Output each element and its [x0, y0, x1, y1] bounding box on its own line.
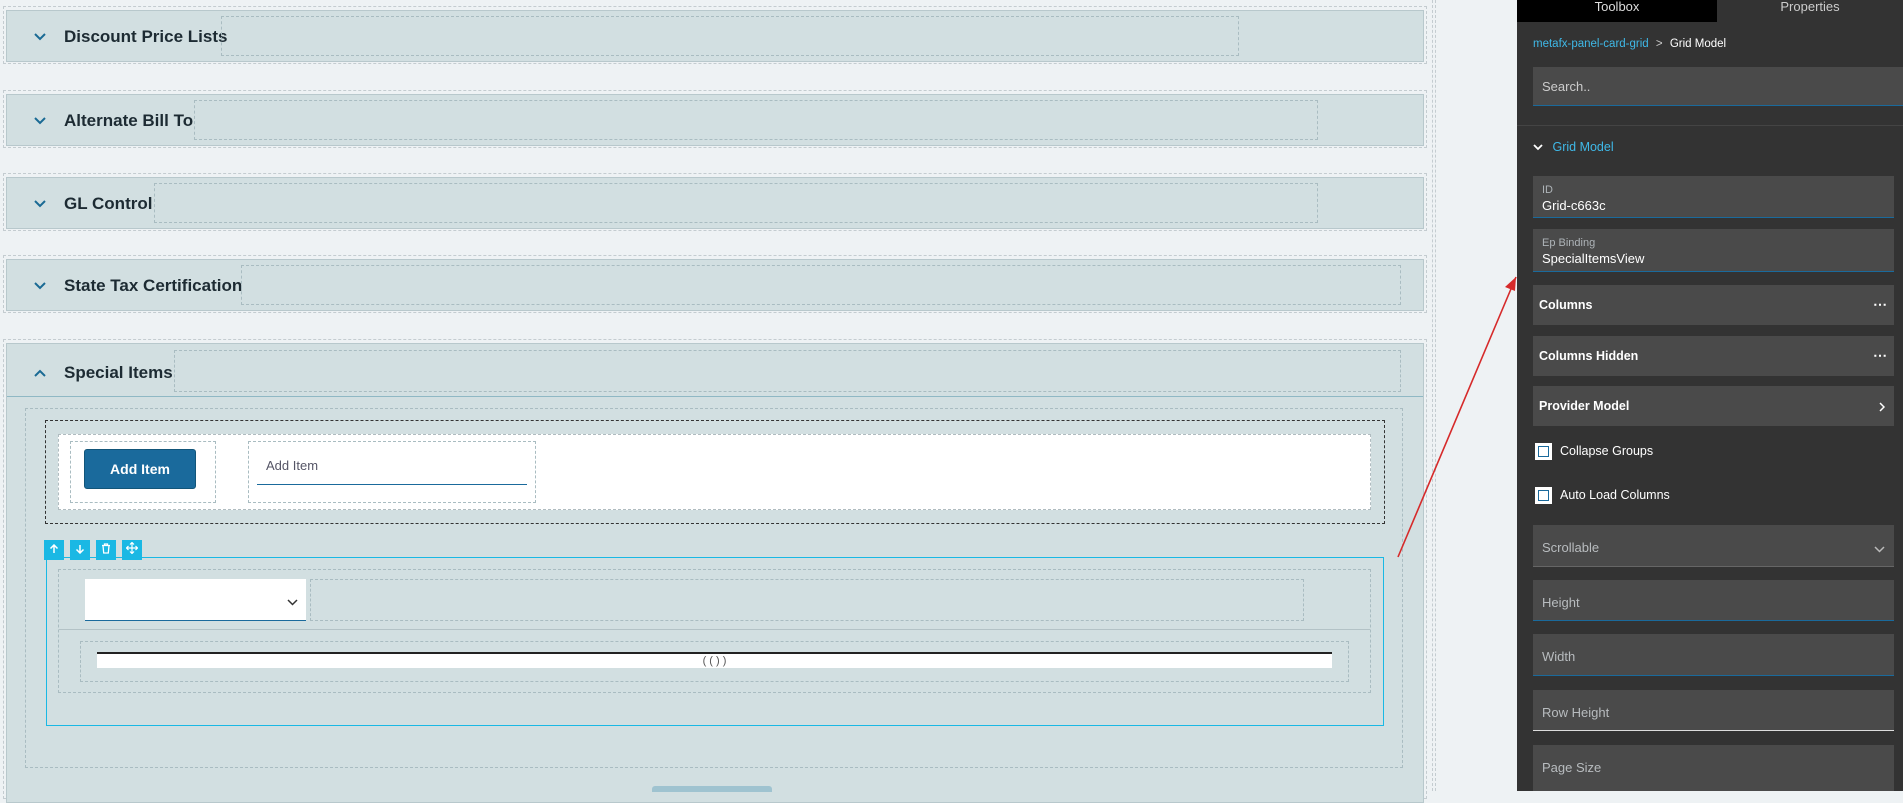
grid-group-select[interactable]	[85, 579, 306, 621]
panel-wrapper	[3, 173, 1427, 231]
chevron-down-icon[interactable]	[33, 279, 47, 293]
panel-title: Discount Price Lists	[64, 27, 228, 46]
provider-model-row[interactable]: Provider Model	[1533, 386, 1894, 426]
panel-state-tax-certification[interactable]: State Tax Certification	[6, 259, 1424, 311]
id-label: ID	[1542, 184, 1553, 196]
drop-zone	[310, 579, 1304, 621]
tab-toolbox[interactable]: Toolbox	[1517, 0, 1717, 22]
ep-binding-label: Ep Binding	[1542, 237, 1596, 249]
page-size-placeholder: Page Size	[1542, 760, 1602, 775]
collapse-groups-option[interactable]: Collapse Groups	[1517, 440, 1903, 462]
guide-line	[1435, 0, 1436, 791]
row-height-placeholder: Row Height	[1542, 705, 1610, 720]
columns-hidden-label: Columns Hidden	[1539, 349, 1639, 363]
input-cell	[248, 441, 536, 503]
delete-button[interactable]	[96, 540, 116, 560]
columns-hidden-row[interactable]: Columns Hidden ⋯	[1533, 336, 1894, 376]
auto-load-columns-checkbox[interactable]	[1535, 487, 1552, 504]
panel-wrapper	[3, 90, 1427, 148]
move-up-button[interactable]	[44, 540, 64, 560]
drop-zone	[241, 265, 1401, 305]
panel-divider	[7, 396, 1423, 397]
arrow-down-icon	[75, 541, 85, 559]
ellipsis-icon[interactable]: ⋯	[1873, 296, 1887, 312]
ellipsis-icon[interactable]: ⋯	[1873, 347, 1887, 363]
ep-binding-value: SpecialItemsView	[1542, 251, 1645, 266]
panel-title: State Tax Certification	[64, 276, 243, 295]
grid-placeholder: ( ( ) )	[97, 652, 1332, 668]
add-item-input[interactable]: Add Item	[257, 447, 527, 485]
panel-body	[25, 408, 1403, 768]
scrollable-label: Scrollable	[1542, 540, 1600, 555]
panel-alternate-bill-to[interactable]: Alternate Bill To	[6, 94, 1424, 146]
height-placeholder: Height	[1542, 595, 1580, 610]
divider	[1517, 125, 1903, 126]
collapse-groups-checkbox[interactable]	[1535, 443, 1552, 460]
width-field[interactable]: Width	[1533, 634, 1894, 676]
panel-title: Special Items	[64, 363, 173, 382]
add-item-button[interactable]: Add Item	[84, 449, 196, 489]
annotation-arrow	[1397, 276, 1517, 558]
button-cell	[70, 441, 216, 503]
selected-grid[interactable]	[46, 557, 1384, 726]
move-icon	[125, 541, 139, 559]
drag-handle[interactable]	[122, 540, 142, 560]
chevron-down-icon[interactable]	[33, 114, 47, 128]
action-row	[58, 434, 1371, 510]
properties-panel: Toolbox Properties metafx-panel-card-gri…	[1517, 0, 1903, 791]
breadcrumb-parent[interactable]: metafx-panel-card-grid	[1533, 38, 1649, 50]
page-size-field[interactable]: Page Size	[1533, 745, 1894, 791]
panel-wrapper	[3, 6, 1427, 64]
ep-binding-field[interactable]: Ep Binding SpecialItemsView	[1533, 229, 1894, 272]
move-down-button[interactable]	[70, 540, 90, 560]
action-container	[45, 420, 1385, 524]
section-grid-model[interactable]: Grid Model	[1533, 140, 1614, 154]
guide-line	[1432, 0, 1433, 791]
trash-icon	[101, 541, 111, 559]
grid-body-zone	[80, 641, 1349, 682]
drop-zone	[194, 100, 1318, 140]
scrollable-select[interactable]: Scrollable	[1533, 525, 1894, 567]
panel-gl-control[interactable]: GL Control	[6, 177, 1424, 229]
breadcrumb-separator: >	[1655, 38, 1663, 50]
panel-title: Alternate Bill To	[64, 111, 194, 130]
panel-title: GL Control	[64, 194, 153, 213]
chevron-down-icon	[1874, 540, 1885, 558]
chevron-down-icon	[287, 593, 298, 611]
chevron-down-icon[interactable]	[33, 197, 47, 211]
chevron-up-icon[interactable]	[33, 366, 47, 380]
breadcrumb-current: Grid Model	[1669, 38, 1727, 50]
search-input[interactable]: Search..	[1533, 67, 1903, 106]
section-title: Grid Model	[1552, 140, 1614, 154]
grid-container	[58, 569, 1371, 693]
id-value: Grid-c663c	[1542, 198, 1606, 213]
width-placeholder: Width	[1542, 649, 1576, 664]
panel-discount-price-lists[interactable]: Discount Price Lists	[6, 10, 1424, 62]
grid-divider	[59, 629, 1370, 630]
chevron-right-icon	[1879, 399, 1886, 417]
panel-wrapper	[3, 255, 1427, 313]
arrow-up-icon	[49, 541, 59, 559]
tab-properties[interactable]: Properties	[1717, 0, 1903, 22]
provider-model-label: Provider Model	[1539, 399, 1630, 413]
chevron-down-icon	[1533, 140, 1543, 154]
designer-canvas: Discount Price Lists Alternate Bill To G…	[3, 0, 1436, 803]
drop-zone	[174, 350, 1401, 392]
chevron-down-icon[interactable]	[33, 30, 47, 44]
id-field[interactable]: ID Grid-c663c	[1533, 176, 1894, 218]
drop-zone	[221, 16, 1239, 56]
row-height-field[interactable]: Row Height	[1533, 690, 1894, 731]
columns-row[interactable]: Columns ⋯	[1533, 285, 1894, 325]
scroll-indicator	[652, 786, 772, 792]
collapse-groups-label: Collapse Groups	[1560, 444, 1654, 458]
auto-load-columns-option[interactable]: Auto Load Columns	[1517, 484, 1903, 506]
breadcrumb: metafx-panel-card-grid > Grid Model	[1533, 38, 1726, 50]
height-field[interactable]: Height	[1533, 580, 1894, 621]
columns-label: Columns	[1539, 298, 1593, 312]
search-placeholder: Search..	[1542, 79, 1591, 94]
drop-zone	[154, 183, 1318, 223]
auto-load-columns-label: Auto Load Columns	[1560, 488, 1670, 502]
